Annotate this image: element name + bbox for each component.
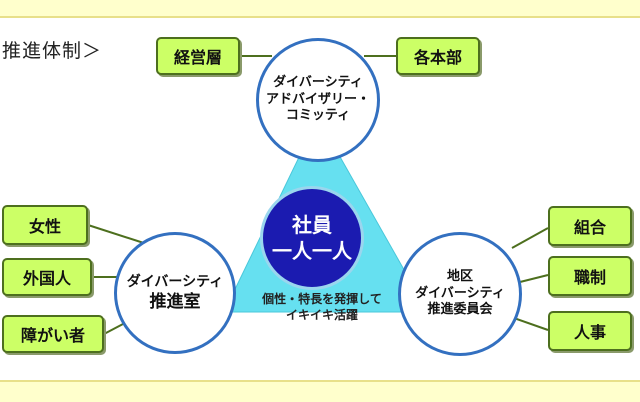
office-line-1: ダイバーシティ	[126, 273, 224, 290]
box-union: 組合	[548, 206, 632, 246]
connector-employee-system	[519, 274, 549, 283]
caption-line-2: イキイキ活躍	[285, 308, 358, 323]
diagram-heading: 推進体制＞	[2, 40, 103, 62]
box-employee-system: 職制	[548, 256, 632, 296]
connector-union	[511, 227, 549, 249]
box-management: 経営層	[156, 37, 240, 75]
bottom-band	[0, 380, 640, 402]
top-band	[0, 0, 640, 18]
advisory-line-3: コミッティ	[285, 108, 351, 124]
center-line-2: 一人一人	[272, 239, 352, 263]
advisory-line-1: ダイバーシティ	[273, 74, 363, 90]
box-departments: 各本部	[396, 37, 480, 75]
box-hr: 人事	[548, 311, 632, 351]
box-disabled: 障がい者	[2, 315, 104, 353]
circle-advisory-committee: ダイバーシティ アドバイザリー・ コミッティ	[256, 38, 380, 162]
office-line-2: 推進室	[149, 292, 201, 313]
box-foreigners: 外国人	[2, 258, 92, 296]
regional-line-2: ダイバーシティ	[415, 285, 505, 301]
triangle-caption: 個性・特長を発揮して イキイキ活躍	[232, 291, 412, 323]
box-women: 女性	[2, 205, 88, 245]
circle-employees: 社員 一人一人	[260, 186, 364, 290]
center-line-1: 社員	[292, 213, 332, 237]
regional-line-1: 地区	[446, 268, 473, 284]
advisory-line-2: アドバイザリー・	[265, 91, 370, 107]
circle-regional-committee: 地区 ダイバーシティ 推進委員会	[398, 232, 522, 356]
circle-promotion-office: ダイバーシティ 推進室	[114, 232, 236, 354]
caption-line-1: 個性・特長を発揮して	[262, 292, 382, 306]
regional-line-3: 推進委員会	[427, 302, 493, 318]
